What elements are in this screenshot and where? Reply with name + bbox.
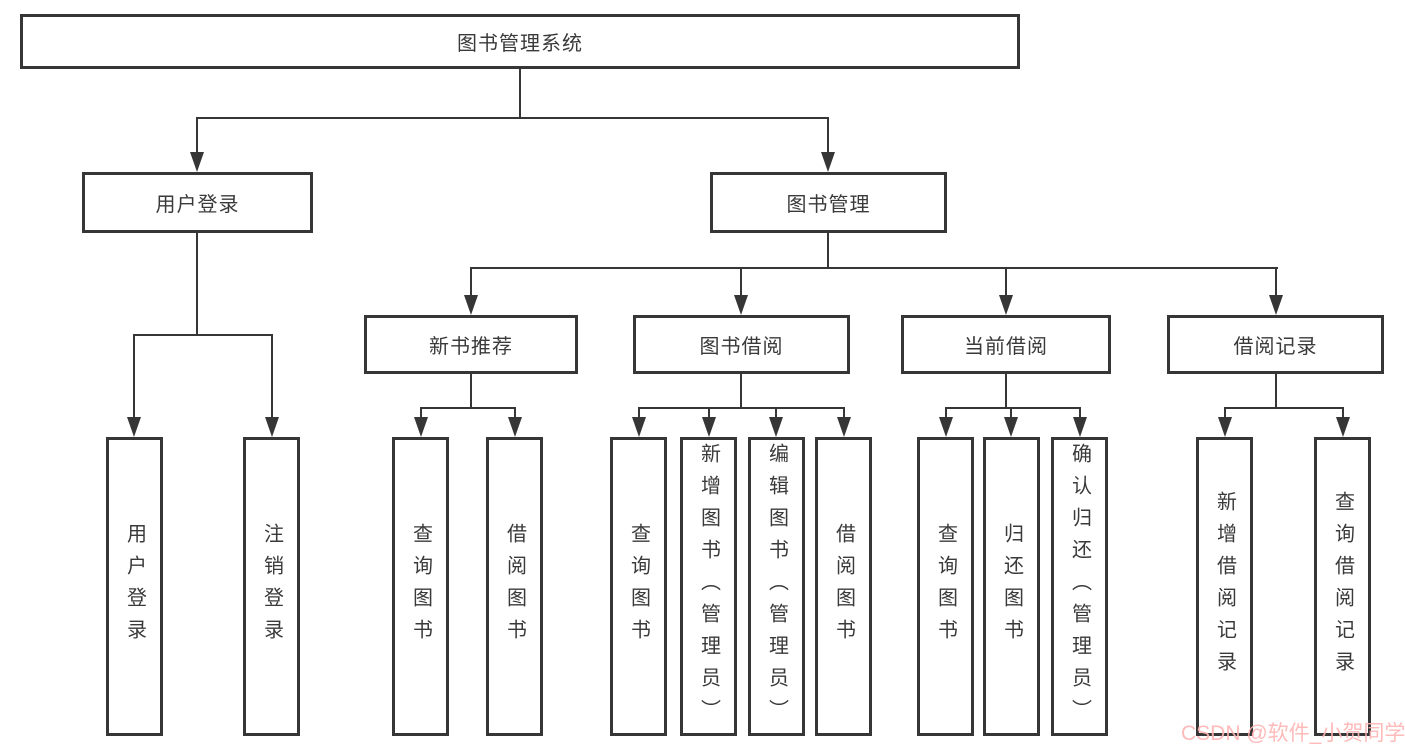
arrow-down-icon bbox=[1218, 417, 1232, 437]
connector-line bbox=[196, 117, 198, 154]
arrow-down-icon bbox=[265, 417, 279, 437]
node-leaf-borrow-books-2: 借阅图书 bbox=[815, 437, 872, 736]
node-user-login: 用户登录 bbox=[82, 172, 313, 233]
connector-line bbox=[470, 374, 472, 409]
arrow-down-icon bbox=[127, 417, 141, 437]
leaf-label: 注销登录 bbox=[260, 522, 283, 651]
arrow-down-icon bbox=[939, 417, 953, 437]
arrow-down-icon bbox=[734, 295, 748, 315]
arrow-down-icon bbox=[190, 152, 204, 172]
leaf-label: 查询图书 bbox=[409, 522, 432, 651]
connector-line bbox=[945, 407, 1081, 409]
connector-line bbox=[775, 407, 777, 419]
connector-line bbox=[638, 407, 845, 409]
connector-line bbox=[133, 334, 273, 336]
arrow-down-icon bbox=[837, 417, 851, 437]
connector-line bbox=[827, 233, 829, 269]
connector-line bbox=[1342, 407, 1344, 419]
connector-line bbox=[470, 267, 472, 297]
node-leaf-query-books-1: 查询图书 bbox=[392, 437, 449, 736]
leaf-label: 用户登录 bbox=[123, 522, 146, 651]
connector-line bbox=[1010, 407, 1012, 419]
connector-line bbox=[271, 334, 273, 419]
connector-line bbox=[420, 407, 516, 409]
node-leaf-confirm-return-admin: 确认归还（管理员） bbox=[1051, 437, 1108, 736]
arrow-down-icon bbox=[414, 417, 428, 437]
leaf-label: 查询图书 bbox=[627, 522, 650, 651]
node-leaf-query-books-3: 查询图书 bbox=[917, 437, 974, 736]
node-new-book-recommendation: 新书推荐 bbox=[364, 315, 578, 374]
leaf-label: 新增图书（管理员） bbox=[697, 442, 720, 731]
node-book-borrowing: 图书借阅 bbox=[633, 315, 850, 374]
node-leaf-add-books-admin: 新增图书（管理员） bbox=[680, 437, 737, 736]
connector-line bbox=[1275, 267, 1277, 297]
connector-line bbox=[740, 374, 742, 409]
leaf-label: 查询借阅记录 bbox=[1331, 490, 1354, 683]
leaf-label: 确认归还（管理员） bbox=[1068, 442, 1091, 731]
connector-line bbox=[1224, 407, 1226, 419]
connector-line bbox=[519, 68, 521, 119]
connector-line bbox=[196, 233, 198, 336]
leaf-label: 借阅图书 bbox=[503, 522, 526, 651]
connector-line bbox=[1275, 374, 1277, 409]
connector-line bbox=[1224, 407, 1344, 409]
node-book-management: 图书管理 bbox=[710, 172, 947, 233]
connector-line bbox=[470, 267, 1278, 269]
node-leaf-return-books: 归还图书 bbox=[983, 437, 1040, 736]
arrow-down-icon bbox=[632, 417, 646, 437]
arrow-down-icon bbox=[702, 417, 716, 437]
arrow-down-icon bbox=[1004, 417, 1018, 437]
node-current-borrowing: 当前借阅 bbox=[901, 315, 1111, 374]
arrow-down-icon bbox=[999, 295, 1013, 315]
connector-line bbox=[420, 407, 422, 419]
arrow-down-icon bbox=[1269, 295, 1283, 315]
connector-line bbox=[638, 407, 640, 419]
connector-line bbox=[843, 407, 845, 419]
connector-line bbox=[708, 407, 710, 419]
connector-line bbox=[945, 407, 947, 419]
node-leaf-edit-books-admin: 编辑图书（管理员） bbox=[748, 437, 805, 736]
node-leaf-query-borrow-record: 查询借阅记录 bbox=[1314, 437, 1371, 736]
connector-line bbox=[196, 117, 829, 119]
arrow-down-icon bbox=[769, 417, 783, 437]
connector-line bbox=[514, 407, 516, 419]
csdn-watermark: CSDN @软件_小贺同学 bbox=[1181, 722, 1405, 745]
arrow-down-icon bbox=[464, 295, 478, 315]
arrow-down-icon bbox=[1073, 417, 1087, 437]
node-borrowing-records: 借阅记录 bbox=[1167, 315, 1384, 374]
leaf-label: 编辑图书（管理员） bbox=[765, 442, 788, 731]
connector-line bbox=[1005, 374, 1007, 409]
leaf-label: 新增借阅记录 bbox=[1213, 490, 1236, 683]
leaf-label: 借阅图书 bbox=[832, 522, 855, 651]
connector-line bbox=[1005, 267, 1007, 297]
arrow-down-icon bbox=[1336, 417, 1350, 437]
node-leaf-query-books-2: 查询图书 bbox=[610, 437, 667, 736]
connector-line bbox=[133, 334, 135, 419]
connector-line bbox=[740, 267, 742, 297]
node-leaf-user-login: 用户登录 bbox=[106, 437, 163, 736]
node-leaf-borrow-books-1: 借阅图书 bbox=[486, 437, 543, 736]
node-leaf-add-borrow-record: 新增借阅记录 bbox=[1196, 437, 1253, 736]
node-leaf-logout: 注销登录 bbox=[243, 437, 300, 736]
leaf-label: 查询图书 bbox=[934, 522, 957, 651]
connector-line bbox=[827, 117, 829, 154]
leaf-label: 归还图书 bbox=[1000, 522, 1023, 651]
connector-line bbox=[1079, 407, 1081, 419]
arrow-down-icon bbox=[821, 152, 835, 172]
arrow-down-icon bbox=[508, 417, 522, 437]
node-library-management-system: 图书管理系统 bbox=[20, 14, 1020, 69]
